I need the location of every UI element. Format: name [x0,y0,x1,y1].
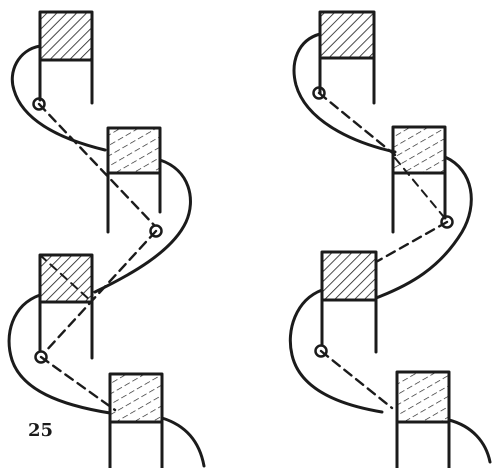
left-unit-1-hatched-box [38,10,94,62]
right-unit-2-tail-curve [374,155,473,300]
left-unit-3-dashed-link [39,355,117,412]
right-unit-2-hatched-box [391,125,447,175]
left-unit-2-hatched-box [106,126,162,175]
right-unit-1-joint [312,86,326,100]
left-unit-2-joint [149,224,163,238]
left-panel [7,10,206,468]
left-unit-2-tail-curve [93,158,192,294]
right-unit-2-joint [440,215,454,229]
right-unit-3-hatched-box [320,250,378,302]
left-unit-1-tail-curve [10,44,107,152]
left-unit-1-dashed-link [37,102,156,227]
right-unit-1 [292,10,397,157]
left-unit-3-tail-curve [7,293,112,415]
left-unit-3 [7,253,117,415]
left-unit-1 [10,10,156,227]
figure-number: 25 [28,420,54,441]
left-unit-2-dashed-link [43,229,158,354]
right-unit-4-hatched-box [395,370,451,424]
right-unit-3 [288,250,394,414]
right-unit-2-dashed-link [374,220,449,264]
right-unit-4 [395,370,492,468]
right-unit-2 [374,125,473,300]
right-unit-1-dashed-link [317,91,397,157]
left-unit-1-joint [32,97,46,111]
left-unit-4-tail-curve [160,416,206,468]
right-unit-1-hatched-box [318,10,376,60]
right-unit-3-dashed-link [319,349,394,410]
left-unit-3-joint [34,350,48,364]
left-unit-4 [108,372,206,468]
right-unit-3-joint [314,344,328,358]
right-unit-2-dashed-inner [394,157,449,223]
right-unit-1-tail-curve [292,32,397,154]
left-unit-2 [43,126,192,354]
left-unit-3-dashed-inner [39,254,93,303]
right-unit-3-tail-curve [288,288,384,414]
left-unit-4-hatched-box [108,372,164,424]
right-panel [288,10,492,468]
right-unit-4-tail-curve [447,418,492,464]
